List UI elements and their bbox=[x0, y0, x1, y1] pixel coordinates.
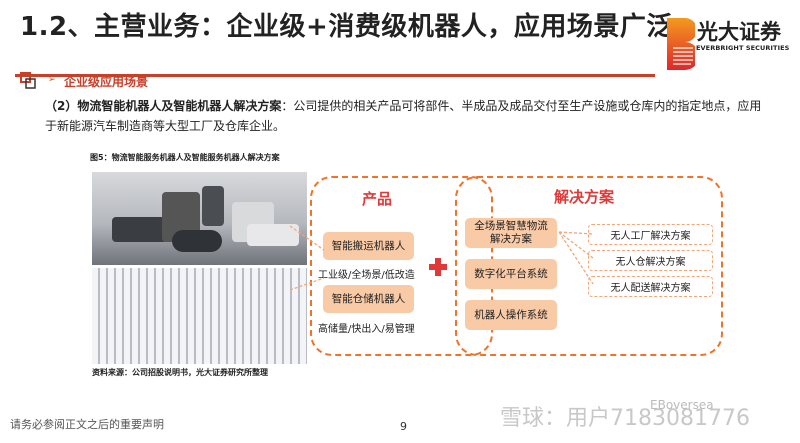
solution-digital-platform: 数字化平台系统 bbox=[465, 259, 557, 289]
solution-smart-logistics: 全场景智慧物流解决方案 bbox=[465, 218, 557, 248]
solutions-title: 解决方案 bbox=[554, 188, 615, 206]
paragraph-heading: （2）物流智能机器人及智能机器人解决方案 bbox=[45, 99, 282, 113]
products-panel: 产品 智能搬运机器人 工业级/全场景/低改造 智能仓储机器人 高储量/快出入/易… bbox=[310, 176, 493, 356]
product-transport-robot: 智能搬运机器人 bbox=[323, 232, 414, 260]
logo-text: 光大证券 bbox=[697, 20, 781, 44]
footer-disclaimer: 请务必参阅正文之后的重要声明 bbox=[10, 418, 164, 431]
warehouse-shelving-photo bbox=[92, 268, 307, 364]
watermark-sub: EBoversea bbox=[650, 398, 714, 412]
sub-solution-unmanned-factory: 无人工厂解决方案 bbox=[588, 224, 713, 245]
page-title: 1.2、主营业务：企业级+消费级机器人，应用场景广泛 bbox=[20, 12, 673, 42]
plus-icon bbox=[429, 258, 447, 276]
watermark: 雪球：用户7183081776 bbox=[500, 406, 750, 431]
product-storage-features: 高储量/快出入/易管理 bbox=[318, 324, 415, 335]
figure-caption: 图5：物流智能服务机器人及智能服务机器人解决方案 bbox=[90, 153, 280, 162]
sub-solution-unmanned-delivery: 无人配送解决方案 bbox=[588, 276, 713, 297]
arrow-icon: ➢ bbox=[48, 75, 56, 85]
solutions-panel: 解决方案 全场景智慧物流解决方案 数字化平台系统 机器人操作系统 无人工厂解决方… bbox=[455, 176, 723, 356]
sub-solution-unmanned-warehouse: 无人仓解决方案 bbox=[588, 250, 713, 271]
solution-arrows bbox=[558, 231, 594, 285]
logo-subtext: EVERBRIGHT SECURITIES bbox=[696, 44, 790, 52]
paragraph-text: ：公司提供的相关产品可将部件、半成品及成品交付至生产设施或仓库内的指定地点，应用… bbox=[45, 99, 762, 133]
section-bullet-icon bbox=[20, 72, 36, 89]
title-divider bbox=[15, 74, 655, 77]
agv-robots-photo bbox=[92, 172, 307, 265]
body-paragraph: （2）物流智能机器人及智能机器人解决方案：公司提供的相关产品可将部件、半成品及成… bbox=[45, 96, 765, 136]
product-storage-robot: 智能仓储机器人 bbox=[323, 285, 414, 313]
figure-source: 资料来源：公司招股说明书，光大证券研究所整理 bbox=[92, 368, 268, 377]
products-title: 产品 bbox=[362, 190, 393, 208]
page-number: 9 bbox=[400, 420, 407, 433]
product-transport-features: 工业级/全场景/低改造 bbox=[318, 270, 415, 281]
solution-robot-os: 机器人操作系统 bbox=[465, 300, 557, 330]
section-title: 企业级应用场景 bbox=[64, 75, 149, 89]
everbright-logo-icon bbox=[667, 18, 695, 70]
connector-lines bbox=[290, 225, 325, 291]
